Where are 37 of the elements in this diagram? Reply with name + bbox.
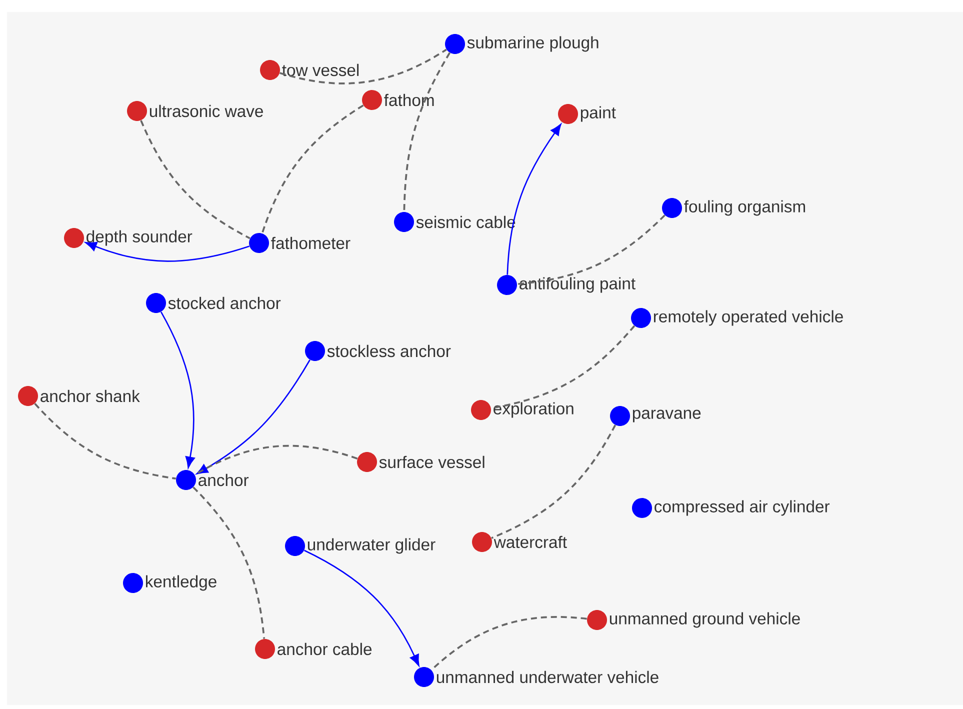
node-label: tow vessel [282, 64, 359, 76]
node-label: surface vessel [379, 456, 484, 468]
node-label: anchor cable [278, 642, 372, 656]
node-label: paint [580, 106, 616, 122]
arrow [160, 312, 195, 468]
connector-line [403, 52, 451, 212]
arrow [85, 242, 250, 262]
node-label: anchor [198, 474, 249, 486]
node-label: fathometer [271, 236, 350, 250]
node-label: watercraft [494, 536, 567, 548]
node-label: compressed air cylinder [654, 500, 830, 516]
node-label: depth sounder [86, 230, 192, 246]
connector-line [261, 104, 364, 234]
node-label: remotely operated vehicle [654, 310, 843, 326]
node-label: unmanned ground vehicle [610, 612, 800, 628]
connector-line [34, 402, 176, 480]
node-label: unmanned underwater vehicle [436, 670, 658, 684]
connector-line [491, 424, 616, 539]
node-label: stockless anchor [327, 344, 451, 358]
arrow [196, 360, 310, 474]
node-label: stocked anchor [168, 296, 281, 310]
node-label: paravane [632, 410, 701, 422]
connector-line [192, 486, 266, 639]
connector-line [517, 214, 666, 286]
node-label: antifouling paint [520, 277, 636, 293]
connector-line [140, 120, 250, 240]
node-label: kentledge [146, 575, 216, 591]
node-label: exploration [494, 402, 574, 418]
connector-line [280, 48, 447, 84]
node-label: fouling organism [684, 200, 806, 216]
arrow [506, 124, 562, 275]
node-label: submarine plough [467, 36, 598, 52]
node-label: fathom [384, 94, 434, 106]
node-label: underwater glider [308, 538, 436, 554]
node-label: ultrasonic wave [150, 104, 263, 118]
arrow [304, 550, 420, 666]
node-label: anchor shank [40, 390, 140, 402]
